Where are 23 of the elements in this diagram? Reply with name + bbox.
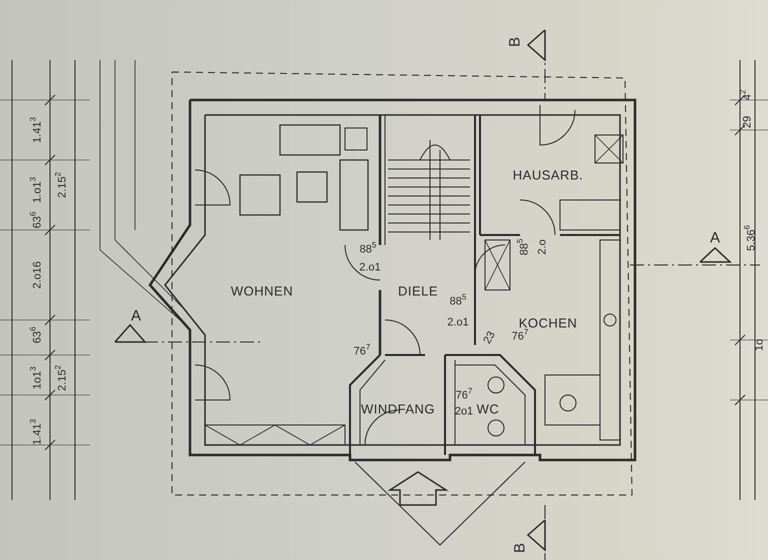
dimension-text: 76$^{7}$ [456, 390, 472, 402]
room-label: HAUSARB. [512, 168, 584, 182]
room-label: WOHNEN [230, 284, 294, 298]
dimension-text: 29 [742, 116, 754, 128]
dimension-text: 76$^{7}$ [354, 346, 370, 358]
dimension-text: 88$^{5}$ [360, 244, 376, 256]
room-label: WINDFANG [360, 402, 436, 416]
section-marker-label: B [508, 37, 522, 47]
room-label: DIELE [398, 284, 438, 298]
section-marker-label: A [710, 230, 720, 246]
dimension-text: 2.o16 [32, 261, 44, 289]
section-marker-label: B [512, 543, 528, 553]
room-label: WC [476, 402, 500, 416]
room-label: KOCHEN [518, 316, 578, 330]
dimension-text: 2.o [538, 239, 548, 255]
dimension-text: 2o1 [454, 406, 474, 418]
dimension-text: 2.o1 [447, 318, 469, 328]
dimension-text: 88$^{5}$ [450, 296, 466, 308]
dimension-text: 23 [482, 330, 498, 346]
dimension-text: 1o [754, 338, 766, 352]
section-marker-label: A [131, 308, 141, 324]
dimension-text: 2.o1 [359, 262, 381, 274]
dimension-text: 76$^{7}$ [512, 332, 528, 342]
